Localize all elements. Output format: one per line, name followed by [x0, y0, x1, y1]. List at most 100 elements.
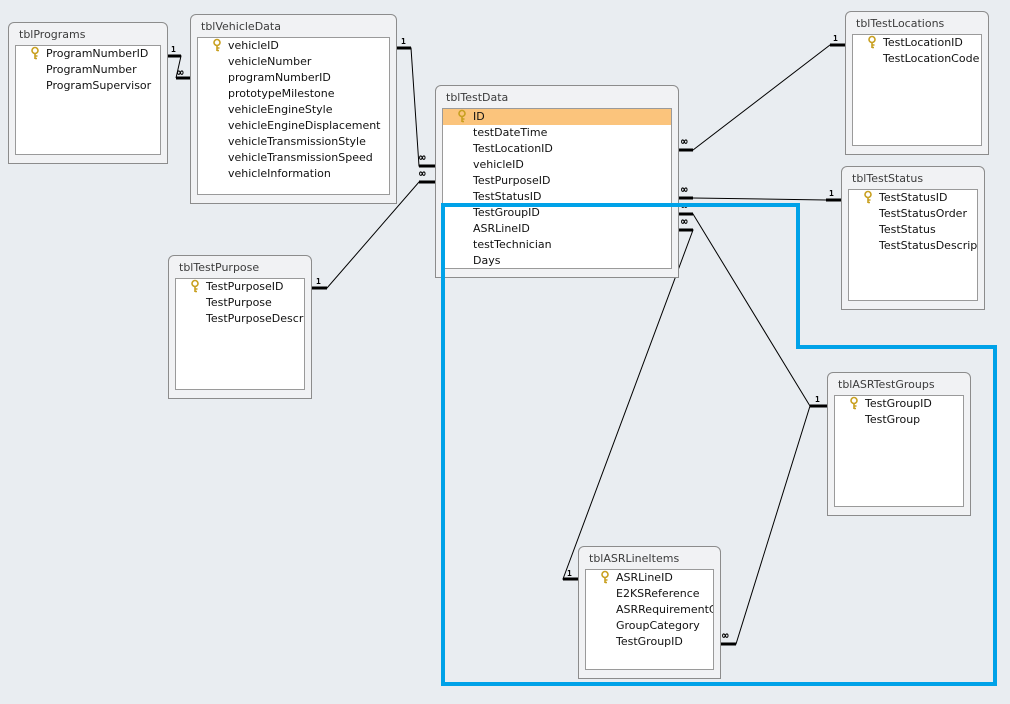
field-row[interactable]: Days [443, 253, 671, 268]
table-tblTestStatus[interactable]: tblTestStatus TestStatusID TestStatusOrde… [841, 166, 985, 310]
field-row[interactable]: TestPurposeDescrip [176, 311, 304, 327]
field-row[interactable]: programNumberID [198, 70, 389, 86]
cardinality-many: ∞ [419, 167, 426, 180]
table-title[interactable]: tblPrograms [19, 28, 86, 41]
field-row[interactable]: TestStatusID [443, 189, 671, 205]
field-name: TestGroup [865, 413, 921, 426]
field-name: E2KSReference [616, 587, 700, 600]
field-row[interactable]: TestPurpose [176, 295, 304, 311]
field-name: ASRRequirementCa [616, 603, 714, 616]
field-name: prototypeMilestone [228, 87, 335, 100]
field-name: ASRLineID [616, 571, 673, 584]
field-name: TestLocationCode [883, 52, 980, 65]
table-title[interactable]: tblTestData [446, 91, 509, 104]
field-row[interactable]: TestStatusOrder [849, 206, 977, 222]
field-name: vehicleTransmissionSpeed [228, 151, 373, 164]
field-row[interactable]: vehicleInformation [198, 166, 389, 182]
field-name: TestLocationID [473, 142, 553, 155]
field-name: Days [473, 254, 501, 267]
field-row[interactable]: ProgramSupervisor [16, 78, 160, 94]
field-row[interactable]: vehicleID [443, 157, 671, 173]
field-row[interactable]: ASRLineID [443, 221, 671, 237]
relationship-groups-lineitems[interactable] [721, 405, 811, 646]
primary-key-icon [601, 570, 609, 584]
relationship-testdata-groups[interactable] [679, 212, 827, 408]
table-title[interactable]: tblASRLineItems [589, 552, 680, 565]
cardinality-many: ∞ [681, 183, 688, 196]
relationship-testdata-status[interactable] [679, 196, 841, 202]
field-row[interactable]: TestLocationID [853, 35, 981, 51]
primary-key-icon [864, 190, 872, 204]
field-name: testDateTime [473, 126, 548, 139]
field-name: TestPurpose [206, 296, 272, 309]
primary-key-icon [213, 38, 221, 52]
relationship-purpose-testdata[interactable] [312, 180, 435, 290]
table-title[interactable]: tblTestLocations [856, 17, 945, 30]
field-row[interactable]: TestStatus [849, 222, 977, 238]
primary-key-icon [31, 46, 39, 60]
field-row[interactable]: ID [443, 109, 671, 125]
table-title[interactable]: tblTestPurpose [179, 261, 260, 274]
field-row[interactable]: ProgramNumberID [16, 46, 160, 62]
field-name: vehicleTransmissionStyle [228, 135, 366, 148]
field-row[interactable]: vehicleTransmissionSpeed [198, 150, 389, 166]
field-row[interactable]: prototypeMilestone [198, 86, 389, 102]
field-row[interactable]: TestGroupID [443, 205, 671, 221]
field-row[interactable]: TestGroup [835, 412, 963, 428]
primary-key-icon [850, 396, 858, 410]
field-row[interactable]: testTechnician [443, 237, 671, 253]
relationship-testdata-lineitems[interactable] [562, 228, 694, 581]
field-row[interactable]: ProgramNumber [16, 62, 160, 78]
field-row[interactable]: TestPurposeID [443, 173, 671, 189]
field-row[interactable]: vehicleEngineDisplacement [198, 118, 389, 134]
field-row[interactable]: TestLocationID [443, 141, 671, 157]
relationship-testdata-locations[interactable] [679, 43, 845, 152]
field-row[interactable]: TestLocationCode [853, 51, 981, 67]
field-row[interactable]: vehicleID [198, 38, 389, 54]
relationship-vehicle-testdata[interactable] [397, 46, 435, 168]
field-name: TestPurposeDescrip [206, 312, 305, 325]
field-row[interactable]: TestStatusID [849, 190, 977, 206]
field-row[interactable]: E2KSReference [586, 586, 713, 602]
cardinality-one: 1 [833, 34, 838, 43]
field-name: TestGroupID [473, 206, 540, 219]
relationship-programs-vehicle[interactable] [168, 54, 190, 80]
field-row[interactable]: TestPurposeID [176, 279, 304, 295]
table-title[interactable]: tblASRTestGroups [838, 378, 935, 391]
field-row[interactable]: vehicleNumber [198, 54, 389, 70]
field-name: ProgramNumber [46, 63, 137, 76]
field-row[interactable]: vehicleEngineStyle [198, 102, 389, 118]
field-row[interactable]: TestGroupID [586, 634, 713, 650]
field-row[interactable]: vehicleTransmissionStyle [198, 134, 389, 150]
cardinality-one: 1 [815, 395, 820, 404]
field-name: GroupCategory [616, 619, 700, 632]
field-row[interactable]: GroupCategory [586, 618, 713, 634]
field-row[interactable]: ASRLineID [586, 570, 713, 586]
field-row[interactable]: TestStatusDescripti [849, 238, 977, 254]
field-name: programNumberID [228, 71, 331, 84]
field-row[interactable]: testDateTime [443, 125, 671, 141]
field-name: TestStatus [879, 223, 936, 236]
field-name: TestStatusOrder [879, 207, 967, 220]
cardinality-many: ∞ [722, 629, 729, 642]
table-title[interactable]: tblTestStatus [852, 172, 924, 185]
field-name: TestStatusID [879, 191, 948, 204]
field-row[interactable]: TestGroupID [835, 396, 963, 412]
field-row[interactable]: ASRRequirementCa [586, 602, 713, 618]
table-title[interactable]: tblVehicleData [201, 20, 281, 33]
